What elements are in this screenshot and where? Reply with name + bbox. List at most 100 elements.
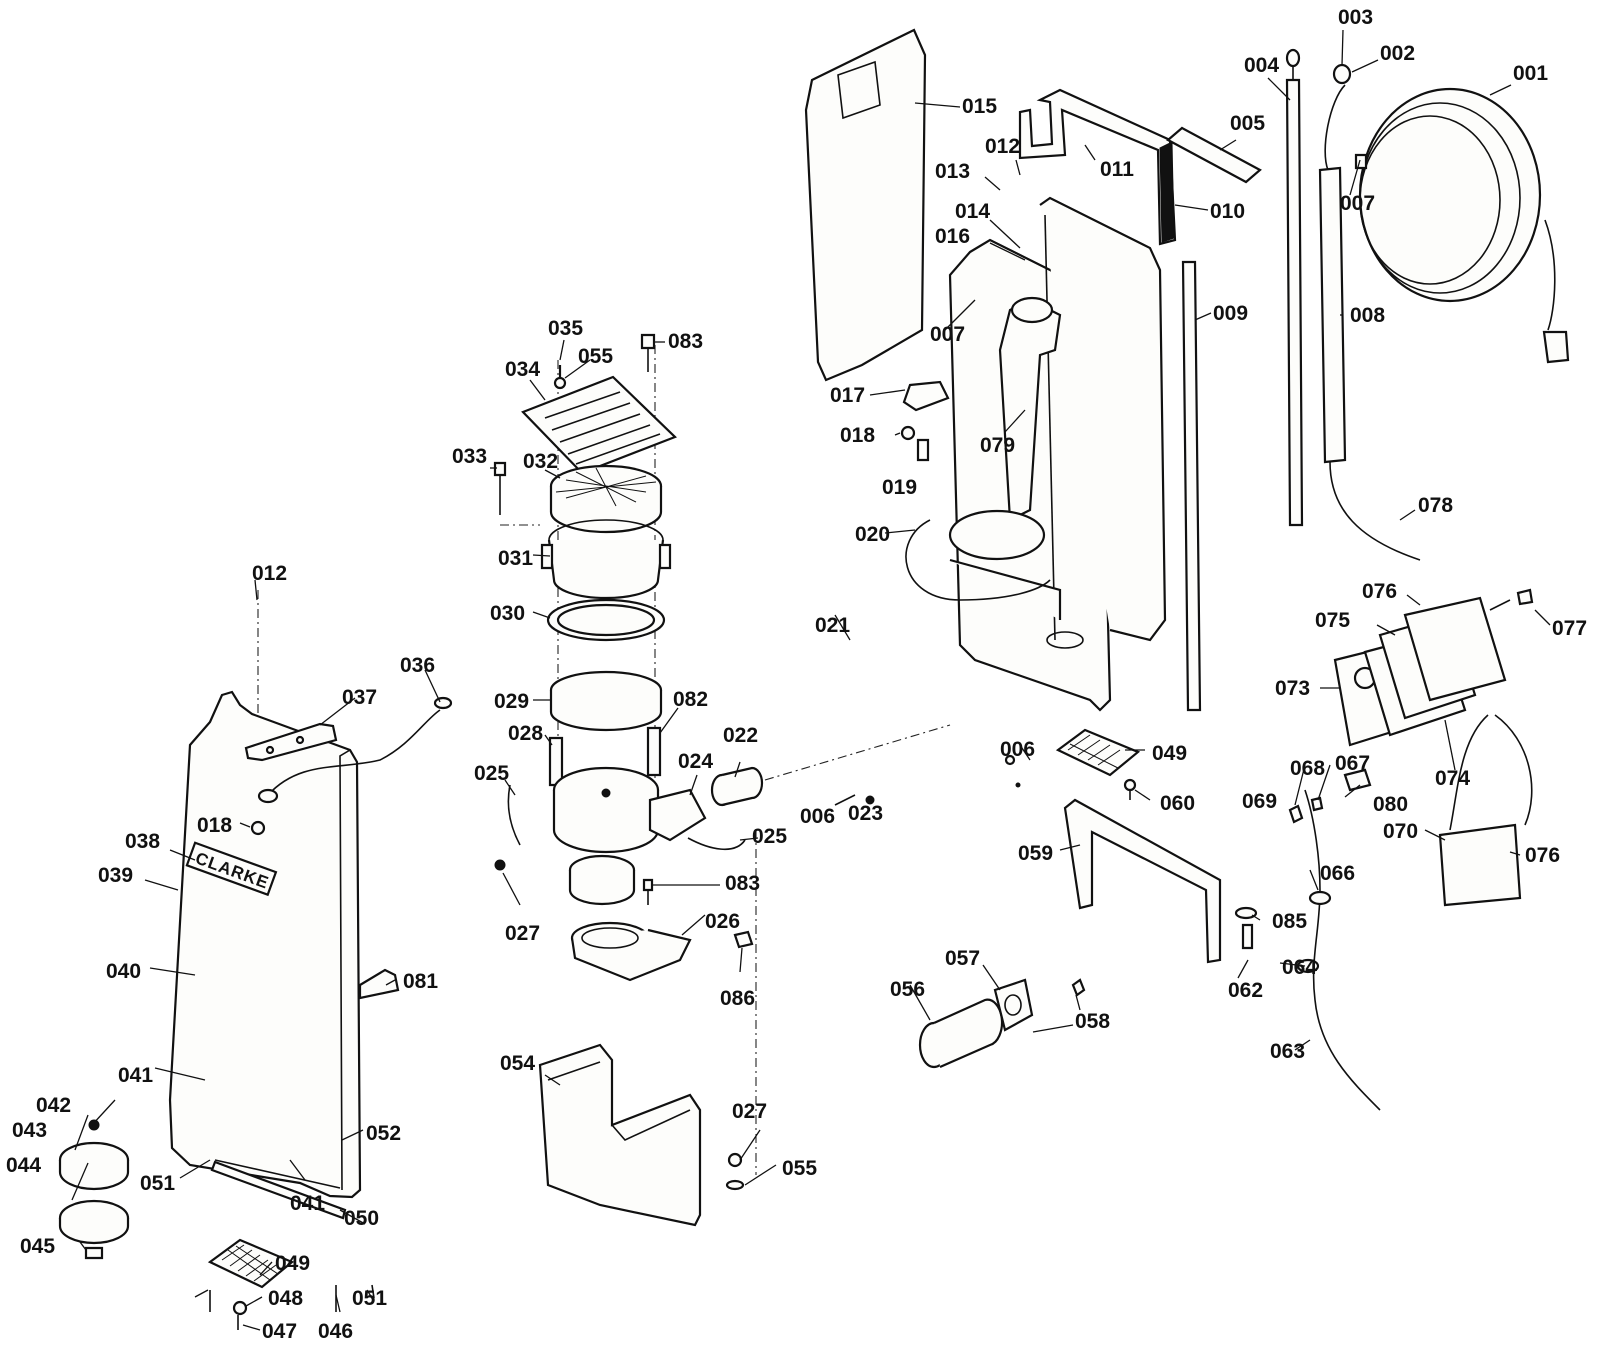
part-label: 056 (890, 978, 925, 1001)
side-rail-009 (1181, 260, 1202, 712)
cord-cover-008 (1318, 166, 1347, 464)
part-label: 006 (800, 805, 835, 828)
part-label: 029 (494, 690, 529, 713)
part-label: 068 (1290, 757, 1325, 780)
frame-059 (1063, 798, 1222, 964)
motor (552, 766, 707, 906)
part-label: 052 (366, 1122, 401, 1145)
part-label: 038 (125, 830, 160, 853)
filter-ring (549, 670, 663, 732)
part-label: 031 (498, 547, 533, 570)
part-label: 034 (505, 358, 540, 381)
part-label: 077 (1552, 617, 1587, 640)
part-label: 042 (36, 1094, 71, 1117)
part-label: 051 (140, 1172, 175, 1195)
wheel-assembly (58, 1119, 130, 1260)
part-label: 018 (197, 814, 232, 837)
front-cover-shell (168, 690, 362, 1199)
part-label: 001 (1513, 62, 1548, 85)
top-filter-plate (521, 375, 678, 475)
strap-020 (905, 519, 1051, 601)
part-label: 073 (1275, 677, 1310, 700)
part-label: 027 (505, 922, 540, 945)
housing-assembly (804, 28, 1304, 1069)
part-label: 082 (673, 688, 708, 711)
part-label: 064 (1282, 956, 1317, 979)
part-label: 048 (268, 1287, 303, 1310)
part-label: 008 (1350, 304, 1385, 327)
part-label: 006 (1000, 738, 1035, 761)
exhaust-duct (570, 921, 692, 982)
part-label: 036 (400, 654, 435, 677)
part-label: 012 (985, 135, 1020, 158)
bottom-cover (538, 1043, 702, 1227)
side-rail-004 (1285, 78, 1304, 527)
part-label: 007 (930, 323, 965, 346)
filter-bag-cup (540, 519, 672, 600)
part-label: 059 (1018, 842, 1053, 865)
hose-adapter (918, 978, 1034, 1069)
part-label: 035 (548, 317, 583, 340)
part-label: 022 (723, 724, 758, 747)
part-label: 041 (118, 1064, 153, 1087)
rubber-strip (210, 1160, 347, 1220)
coupling-022 (710, 766, 764, 807)
part-label: 011 (1100, 158, 1134, 181)
part-label: 028 (508, 722, 543, 745)
part-label: 047 (262, 1320, 297, 1343)
part-label: 074 (1435, 767, 1470, 790)
part-label: 085 (1272, 910, 1307, 933)
part-label: 046 (318, 1320, 353, 1343)
part-label: 081 (403, 970, 438, 993)
part-label: 069 (1242, 790, 1277, 813)
part-label: 023 (848, 802, 883, 825)
grille-filter-rear (1055, 728, 1141, 777)
part-label: 020 (855, 523, 890, 546)
part-label: 025 (752, 825, 787, 848)
part-label: 040 (106, 960, 141, 983)
part-label: 021 (815, 614, 850, 637)
part-label: 013 (935, 160, 970, 183)
part-label: 076 (1362, 580, 1397, 603)
part-label: 007 (1340, 192, 1375, 215)
part-label: 016 (935, 225, 970, 248)
part-label: 058 (1075, 1010, 1110, 1033)
part-label: 030 (490, 602, 525, 625)
part-label: 079 (980, 434, 1015, 457)
part-label: 050 (344, 1207, 379, 1230)
cord-connector-icon (433, 696, 453, 710)
part-label: 045 (20, 1235, 55, 1258)
part-label: 044 (6, 1154, 41, 1177)
filter-cap (549, 464, 663, 534)
part-label: 026 (705, 910, 740, 933)
part-label: 051 (352, 1287, 387, 1310)
part-label: 024 (678, 750, 713, 773)
bag-cover (804, 28, 927, 382)
part-labels: 001 002 003 004 005 007 008 010 009 011 … (6, 6, 1587, 1343)
power-cord-coil (1358, 87, 1570, 364)
part-label: 010 (1210, 200, 1245, 223)
part-label: 070 (1383, 820, 1418, 843)
filter-070 (1438, 823, 1522, 907)
part-label: 009 (1213, 302, 1248, 325)
cord-and-filters (1288, 63, 1570, 1111)
part-label: 057 (945, 947, 980, 970)
part-label: 041 (290, 1192, 325, 1215)
part-label: 032 (523, 450, 558, 473)
part-label: 083 (725, 872, 760, 895)
part-label: 019 (882, 476, 917, 499)
part-label: 049 (1152, 742, 1187, 765)
part-label: 004 (1244, 54, 1279, 77)
part-label: 017 (830, 384, 865, 407)
part-label: 063 (1270, 1040, 1305, 1063)
part-label: 054 (500, 1052, 535, 1075)
leader-lines (71, 29, 1551, 1331)
part-label: 027 (732, 1100, 767, 1123)
part-label: 078 (1418, 494, 1453, 517)
part-label: 005 (1230, 112, 1265, 135)
seal-ring (546, 598, 666, 642)
part-label: 066 (1320, 862, 1355, 885)
part-label: 062 (1228, 979, 1263, 1002)
part-label: 015 (962, 95, 997, 118)
